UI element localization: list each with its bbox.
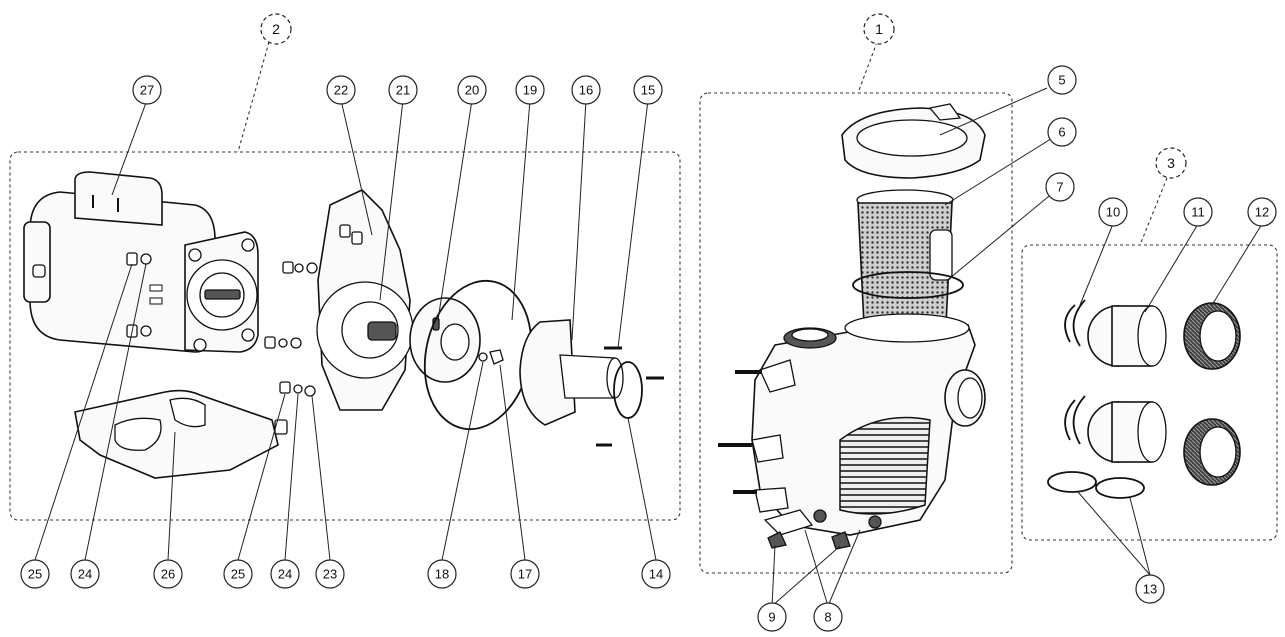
svg-text:24: 24 (278, 567, 292, 582)
motor-assembly-box (9, 151, 681, 521)
callout-22: 22 (326, 75, 356, 105)
motor-bolts (126, 252, 152, 338)
svg-text:2: 2 (272, 21, 280, 37)
svg-text:6: 6 (1058, 125, 1065, 140)
callout-19: 19 (515, 75, 545, 105)
svg-text:8: 8 (824, 610, 831, 625)
callout-15: 15 (633, 75, 663, 105)
drain-plugs (763, 509, 882, 550)
callout-20: 20 (457, 75, 487, 105)
group-callout-3: 3 (1155, 147, 1187, 179)
callout-6: 6 (1047, 117, 1077, 147)
callout-24-left: 24 (70, 559, 100, 589)
svg-text:16: 16 (579, 83, 593, 98)
svg-text:19: 19 (523, 83, 537, 98)
svg-text:5: 5 (1058, 73, 1065, 88)
callout-25-right: 25 (223, 559, 253, 589)
svg-text:14: 14 (649, 567, 663, 582)
diffuser (519, 319, 624, 426)
union-kit-box (1021, 244, 1278, 541)
svg-text:11: 11 (1191, 205, 1205, 220)
svg-text:22: 22 (334, 83, 348, 98)
callout-7: 7 (1045, 172, 1075, 202)
svg-text:26: 26 (161, 567, 175, 582)
svg-text:25: 25 (231, 567, 245, 582)
union-parts (1047, 299, 1241, 499)
callout-27: 27 (132, 75, 162, 105)
svg-text:9: 9 (768, 610, 775, 625)
callout-10: 10 (1098, 197, 1128, 227)
svg-text:15: 15 (641, 83, 655, 98)
svg-text:17: 17 (518, 567, 532, 582)
callout-11: 11 (1183, 197, 1213, 227)
motor (23, 171, 259, 353)
diffuser-screws (596, 346, 664, 447)
strainer-housing-box (699, 92, 1013, 574)
svg-text:7: 7 (1056, 180, 1063, 195)
svg-text:27: 27 (140, 83, 154, 98)
callout-25-left: 25 (20, 559, 50, 589)
impeller-nut (478, 349, 504, 365)
svg-text:24: 24 (78, 567, 92, 582)
group-callout-2: 2 (260, 13, 292, 45)
svg-text:12: 12 (1255, 205, 1269, 220)
lid-o-ring (852, 271, 964, 299)
callout-17: 17 (510, 559, 540, 589)
svg-text:23: 23 (323, 567, 337, 582)
svg-text:25: 25 (28, 567, 42, 582)
svg-text:20: 20 (465, 83, 479, 98)
callout-5: 5 (1047, 65, 1077, 95)
seal-plate (316, 189, 414, 411)
strainer-lid (841, 103, 986, 179)
pump-housing (718, 313, 986, 536)
svg-text:3: 3 (1167, 155, 1175, 171)
callout-12: 12 (1247, 197, 1277, 227)
callout-21: 21 (388, 75, 418, 105)
leader-lines (34, 87, 1263, 607)
group-callout-1: 1 (863, 13, 895, 45)
callout-24-right: 24 (270, 559, 300, 589)
svg-text:13: 13 (1143, 582, 1157, 597)
svg-text:10: 10 (1106, 205, 1120, 220)
callout-14: 14 (641, 559, 671, 589)
motor-base (74, 389, 288, 479)
seal-plate-bolts (264, 261, 318, 397)
impeller (409, 297, 481, 383)
callout-8: 8 (813, 602, 843, 632)
callout-13: 13 (1135, 574, 1165, 604)
svg-text:1: 1 (875, 21, 883, 37)
callout-16: 16 (571, 75, 601, 105)
callout-23: 23 (315, 559, 345, 589)
svg-text:21: 21 (396, 83, 410, 98)
callout-9: 9 (757, 602, 787, 632)
callout-18: 18 (427, 559, 457, 589)
callout-26: 26 (153, 559, 183, 589)
svg-text:18: 18 (435, 567, 449, 582)
